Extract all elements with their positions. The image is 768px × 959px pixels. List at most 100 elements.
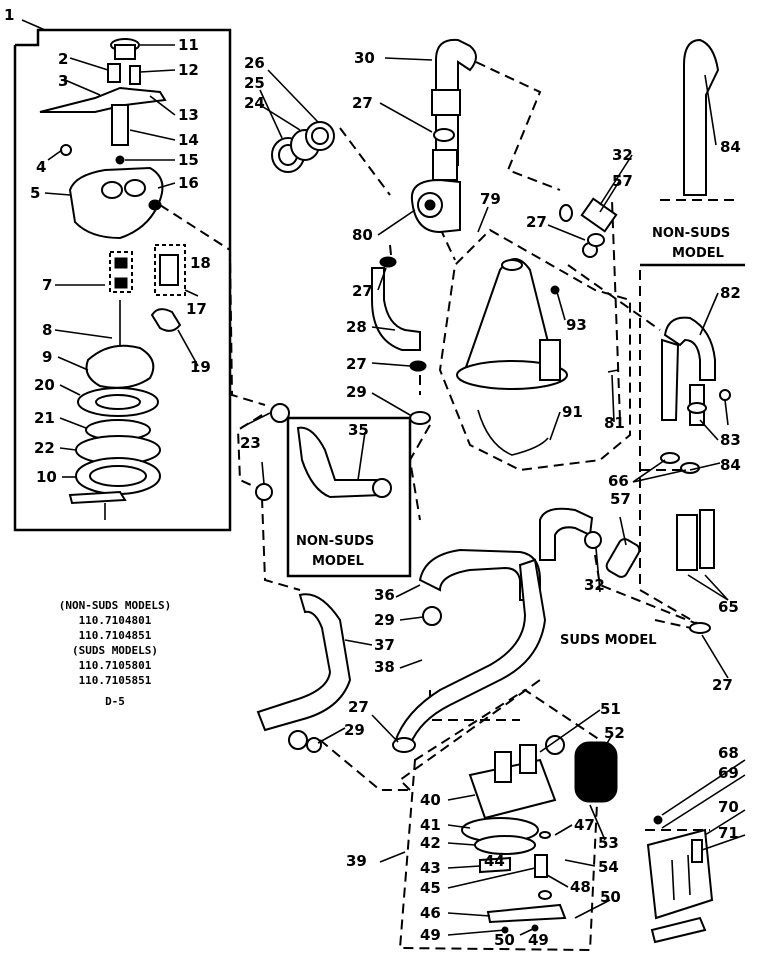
callout-84-a: 84 [720, 138, 741, 156]
callout-49-a: 49 [420, 926, 441, 944]
callout-16: 16 [178, 174, 199, 192]
callout-27-a: 27 [352, 94, 373, 112]
callout-18: 18 [190, 254, 211, 272]
callout-53: 53 [598, 834, 619, 852]
callout-19: 19 [190, 358, 211, 376]
callout-70: 70 [718, 798, 739, 816]
callout-1: 1 [4, 6, 14, 24]
callout-4: 4 [36, 158, 46, 176]
model-number-list: (NON-SUDS MODELS) 110.7104801 110.710485… [20, 598, 210, 709]
callout-12: 12 [178, 61, 199, 79]
callout-25: 25 [244, 74, 265, 92]
model-list-line: D-5 [105, 695, 125, 708]
callout-14: 14 [178, 131, 199, 149]
callout-3: 3 [58, 72, 68, 90]
model-list-line: 110.7105851 [78, 674, 152, 687]
callout-52: 52 [604, 724, 625, 742]
callout-40: 40 [420, 791, 441, 809]
callout-80: 80 [352, 226, 373, 244]
callout-37: 37 [374, 636, 395, 654]
callout-32-b: 32 [584, 576, 605, 594]
callout-30: 30 [354, 49, 375, 67]
callout-27-c: 27 [346, 355, 367, 373]
callout-45: 45 [420, 879, 441, 897]
callout-68: 68 [718, 744, 739, 762]
callout-27-b: 27 [352, 282, 373, 300]
model-list-line: (NON-SUDS MODELS) [58, 599, 172, 612]
callout-9: 9 [42, 348, 52, 366]
non-suds-35-group [255, 403, 412, 578]
callout-82: 82 [720, 284, 741, 302]
callout-57-a: 57 [612, 172, 633, 190]
callout-35: 35 [348, 421, 369, 439]
callout-57-b: 57 [610, 490, 631, 508]
callout-44: 44 [484, 852, 505, 870]
callout-42: 42 [420, 834, 441, 852]
caption-non-suds-mid-line1: NON-SUDS [296, 534, 374, 549]
gaskets-24-26 [271, 121, 335, 173]
callout-23: 23 [240, 434, 261, 452]
callout-28: 28 [346, 318, 367, 336]
callout-81: 81 [604, 414, 625, 432]
callout-54: 54 [598, 858, 619, 876]
callout-24: 24 [244, 94, 265, 112]
callout-65: 65 [718, 598, 739, 616]
callout-93: 93 [566, 316, 587, 334]
callout-79: 79 [480, 190, 501, 208]
callout-69: 69 [718, 764, 739, 782]
callout-labels: 1 2 3 4 5 7 8 9 10 11 12 13 14 15 16 17 … [4, 6, 741, 949]
callout-27-d: 27 [526, 213, 547, 231]
callout-20: 20 [34, 376, 55, 394]
tub-79-group [438, 228, 631, 472]
callout-11: 11 [178, 36, 199, 54]
callout-71: 71 [718, 824, 739, 842]
hose-84-top [640, 38, 745, 267]
caption-non-suds-top-line1: NON-SUDS [652, 226, 730, 241]
callout-29-a: 29 [346, 383, 367, 401]
model-list-line: (SUDS MODELS) [71, 644, 159, 657]
callout-27-f: 27 [712, 676, 733, 694]
callout-27-e: 27 [348, 698, 369, 716]
callout-26: 26 [244, 54, 265, 72]
fittings-32-57-upper [559, 197, 618, 247]
callout-50-a: 50 [494, 931, 515, 949]
callout-32-a: 32 [612, 146, 633, 164]
callout-84-b: 84 [720, 456, 741, 474]
model-list-line: 110.7105801 [78, 659, 152, 672]
callout-39: 39 [346, 852, 367, 870]
caption-non-suds-top-line2: MODEL [672, 246, 724, 261]
callout-50-b: 50 [600, 888, 621, 906]
model-list-line: 110.7104801 [78, 614, 152, 627]
caption-suds-model: SUDS MODEL [560, 633, 657, 648]
hoses-28-30-80 [371, 38, 477, 425]
callout-66: 66 [608, 472, 629, 490]
pump-assembly-group [13, 28, 232, 532]
hoses-36-38 [256, 507, 641, 753]
callout-15: 15 [178, 151, 199, 169]
callout-2: 2 [58, 50, 68, 68]
caption-non-suds-mid-line2: MODEL [312, 554, 364, 569]
callout-17: 17 [186, 300, 207, 318]
callout-49-b: 49 [528, 931, 549, 949]
model-list-line: 110.7104851 [78, 629, 152, 642]
callout-36: 36 [374, 586, 395, 604]
callout-10: 10 [36, 468, 57, 486]
callout-7: 7 [42, 276, 52, 294]
callout-21: 21 [34, 409, 55, 427]
callout-51: 51 [600, 700, 621, 718]
callout-8: 8 [42, 321, 52, 339]
callout-46: 46 [420, 904, 441, 922]
callout-91: 91 [562, 403, 583, 421]
leader-lines [21, 19, 746, 936]
callout-48: 48 [570, 878, 591, 896]
callout-13: 13 [178, 106, 199, 124]
callout-41: 41 [420, 816, 441, 834]
hoses-82-84-right [660, 316, 731, 634]
callout-43: 43 [420, 859, 441, 877]
callout-29-c: 29 [344, 721, 365, 739]
callout-22: 22 [34, 439, 55, 457]
callout-29-b: 29 [374, 611, 395, 629]
callout-5: 5 [30, 184, 40, 202]
